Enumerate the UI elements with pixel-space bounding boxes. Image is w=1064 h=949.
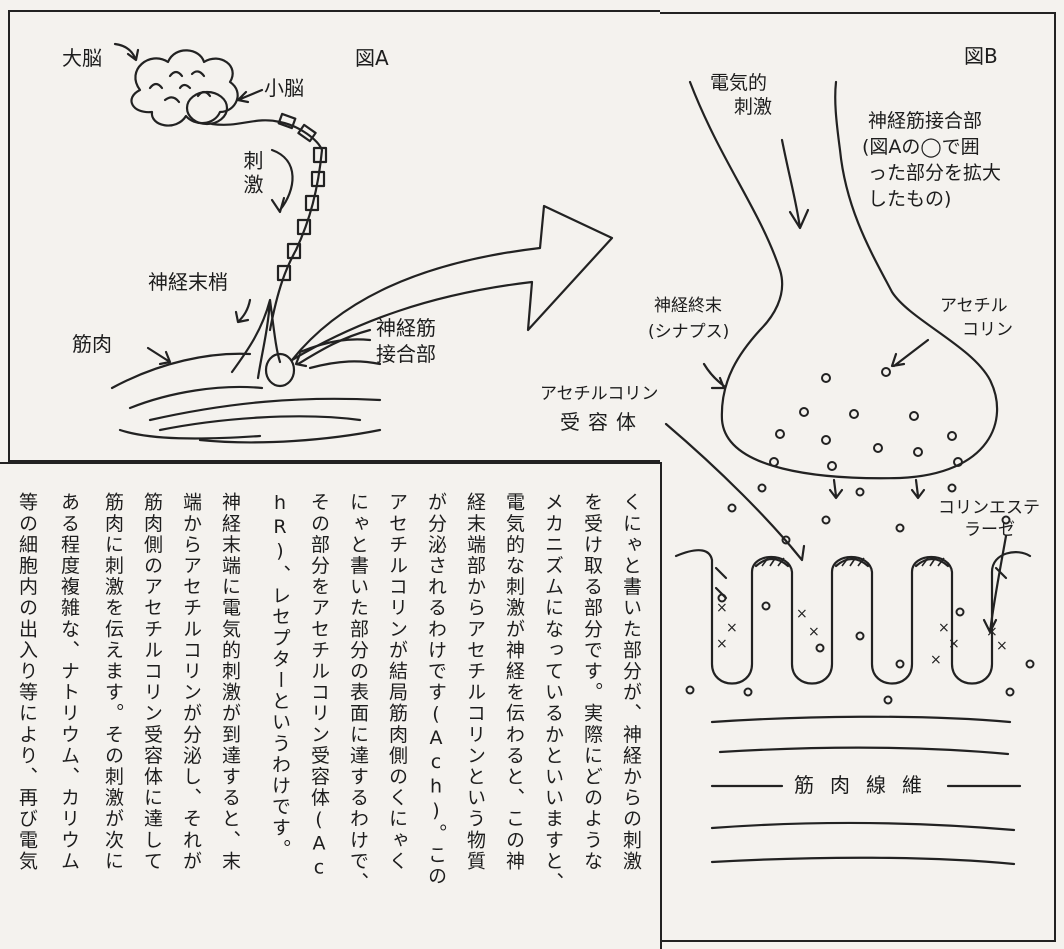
figure-b-frame xyxy=(660,14,1056,942)
text-column-13: 筋肉側のアセチルコリン受容体に達して xyxy=(141,492,163,872)
svg-text:×: × xyxy=(930,652,942,668)
muscle-label: 筋肉 xyxy=(72,332,112,356)
stimulus-label: 刺激 xyxy=(240,150,264,198)
figure-a-frame xyxy=(8,10,660,462)
cholinesterase-label-2: ラーゼ xyxy=(964,520,1015,540)
nerve-terminal-label: 神経末梢 xyxy=(148,270,228,294)
myelin-sheath-beads xyxy=(276,112,328,282)
text-column-5: 経末端部からアセチルコリンという物質 xyxy=(464,492,486,872)
receptor-arrow xyxy=(664,422,806,562)
cerebellum-drawing xyxy=(185,90,229,126)
nmj-circle xyxy=(264,352,296,388)
text-column-14: 筋肉に刺激を伝えます。その刺激が次に xyxy=(102,492,124,872)
nmj-label-line2: 接合部 xyxy=(376,342,436,366)
text-column-12: 端からアセチルコリンが分泌し、それが xyxy=(180,492,202,872)
muscle-arrow xyxy=(146,346,172,366)
cerebrum-arrow xyxy=(113,42,140,62)
text-frame xyxy=(0,462,662,949)
svg-text:×: × xyxy=(796,606,808,622)
acetylcholine-arrow xyxy=(890,338,930,368)
nerve-terminal-arrow xyxy=(234,298,252,324)
electrical-stimulus-arrow xyxy=(780,138,810,230)
text-column-8: にゃと書いた部分の表面に達するわけで、 xyxy=(347,492,369,893)
description-line-3: った部分を拡大 xyxy=(868,162,1002,184)
text-column-1: くにゃと書いた部分が、神経からの刺激 xyxy=(620,492,642,872)
magnify-arrow xyxy=(290,204,614,362)
nerve-ending-label-2: (シナプス) xyxy=(648,322,730,342)
electrical-stimulus-label-2: 刺激 xyxy=(734,96,773,118)
svg-text:×: × xyxy=(716,600,728,616)
cholinesterase-label-1: コリンエステ xyxy=(938,498,1040,518)
text-column-7: アセチルコリンが結局筋肉側のくにゃく xyxy=(386,492,408,872)
svg-text:×: × xyxy=(938,620,950,636)
stimulus-arrow xyxy=(270,148,294,214)
nerve-ending-label-1: 神経終末 xyxy=(654,296,722,316)
cerebellum-arrow xyxy=(236,88,264,104)
text-column-15: ある程度複雑な、ナトリウム、カリウム xyxy=(58,492,80,872)
svg-text:×: × xyxy=(996,638,1008,654)
figure-b-top-border xyxy=(660,12,1056,14)
svg-text:×: × xyxy=(808,624,820,640)
cerebrum-label: 大脳 xyxy=(62,46,102,70)
text-column-9: その部分をアセチルコリン受容体(Ac xyxy=(308,492,330,881)
receptor-label-2: 受容体 xyxy=(560,410,644,434)
cerebrum-drawing xyxy=(130,49,239,127)
postsynaptic-folds xyxy=(674,549,1032,685)
text-column-10: hR)、レセプターというわけです。 xyxy=(269,492,291,860)
description-line-4: したもの) xyxy=(868,188,952,210)
text-column-6: が分泌されるわけです(Ach)。この xyxy=(425,492,447,887)
nmj-label-line1: 神経筋 xyxy=(376,316,436,340)
receptor-label-1: アセチルコリン xyxy=(540,384,659,404)
text-column-4: 電気的な刺激が神経を伝わると、この神 xyxy=(503,492,525,872)
text-column-16: 等の細胞内の出入り等により、再び電気 xyxy=(16,492,38,872)
cholinesterase-arrow xyxy=(982,534,1008,634)
muscle-drawing xyxy=(110,338,382,444)
svg-text:×: × xyxy=(986,624,998,640)
figure-a-title: 図A xyxy=(355,46,389,70)
acetylcholine-label-2: コリン xyxy=(962,320,1013,340)
ion-markers: ××× ×× ××× ×× xyxy=(716,600,1008,668)
electrical-stimulus-label-1: 電気的 xyxy=(710,72,768,94)
acetylcholine-label-1: アセチル xyxy=(940,296,1008,316)
muscle-fiber-lines xyxy=(710,715,1022,866)
svg-text:×: × xyxy=(948,636,960,652)
svg-text:×: × xyxy=(716,636,728,652)
nerve-ending-arrow xyxy=(702,362,726,390)
axon-drawing xyxy=(688,80,999,480)
figure-b-title: 図B xyxy=(964,44,998,68)
svg-text:×: × xyxy=(726,620,738,636)
muscle-fiber-label: 筋肉線維 xyxy=(790,773,942,797)
receptor-hatches xyxy=(714,556,1008,600)
text-column-2: を受け取る部分です。実際にどのような xyxy=(581,492,603,872)
text-column-11: 神経末端に電気的刺激が到達すると、末 xyxy=(219,492,241,872)
cerebellum-label: 小脳 xyxy=(264,76,304,100)
description-line-2: (図Aの◯で囲 xyxy=(862,136,980,158)
nerve-fiber xyxy=(210,119,324,332)
text-column-3: メカニズムになっているかといいますと、 xyxy=(542,492,564,893)
description-line-1: 神経筋接合部 xyxy=(868,110,983,132)
